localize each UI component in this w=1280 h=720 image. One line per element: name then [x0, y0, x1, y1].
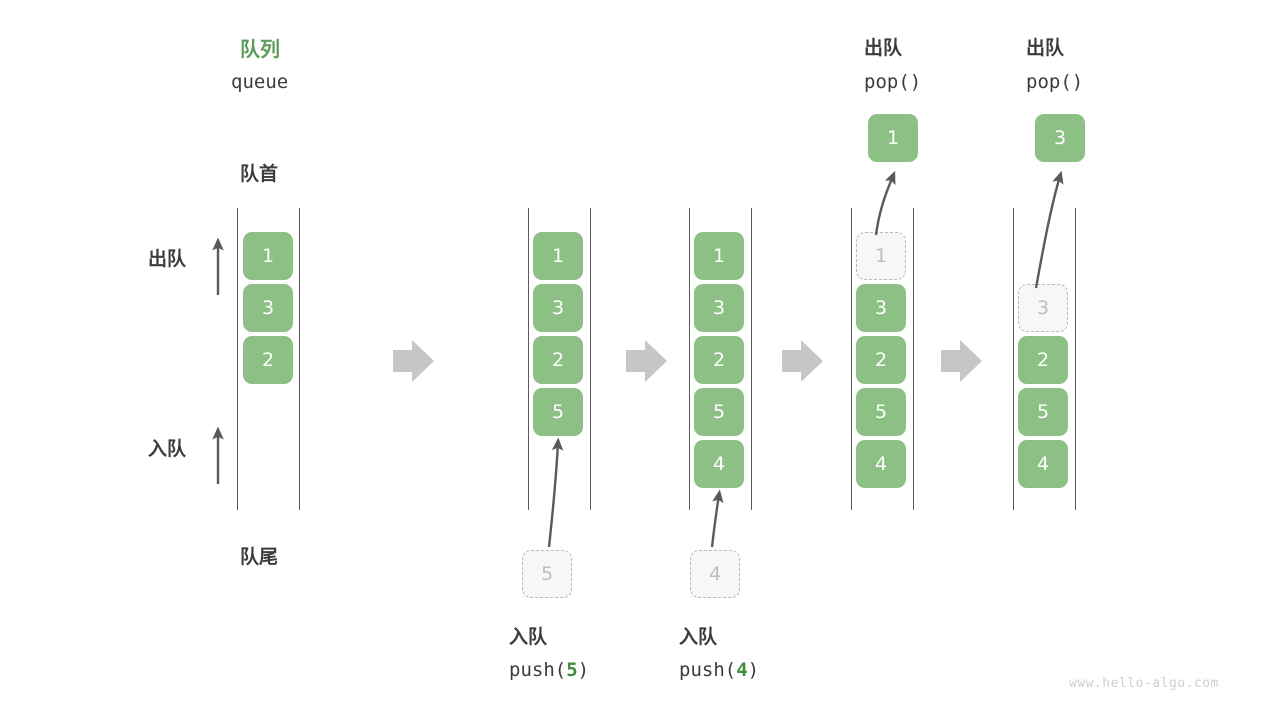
push-code-suffix: ) [747, 659, 760, 681]
step-arrow [393, 340, 434, 382]
queue-rail-left-col1 [237, 208, 238, 510]
push-code-prefix: push( [679, 659, 737, 681]
queue-node: 3 [243, 284, 293, 332]
watermark: www.hello-algo.com [1069, 676, 1219, 691]
enqueue-direction-label: 入队 [148, 438, 187, 460]
pop-caption-cn: 出队 [1026, 37, 1065, 59]
queue-head-label: 队首 [240, 163, 279, 185]
queue-node: 1 [694, 232, 744, 280]
popped-node: 3 [1035, 114, 1085, 162]
queue-node: 3 [856, 284, 906, 332]
push-caption-code: push(4) [679, 659, 759, 681]
pop-caption-cn: 出队 [864, 37, 903, 59]
push-code-value: 5 [566, 659, 578, 681]
popped-node: 1 [868, 114, 918, 162]
queue-node-removed: 1 [856, 232, 906, 280]
queue-node: 2 [1018, 336, 1068, 384]
pop-extract-arrow [1034, 170, 1064, 289]
queue-rail-left-col2 [528, 208, 529, 510]
push-caption-code: push(5) [509, 659, 589, 681]
queue-rail-left-col3 [689, 208, 690, 510]
queue-node-new: 4 [694, 440, 744, 488]
queue-node: 1 [533, 232, 583, 280]
pending-node: 5 [522, 550, 572, 598]
queue-node: 5 [694, 388, 744, 436]
queue-node: 1 [243, 232, 293, 280]
push-insert-arrow [547, 437, 564, 548]
pop-extract-arrow [874, 170, 896, 236]
queue-node: 2 [694, 336, 744, 384]
push-code-value: 4 [736, 659, 748, 681]
queue-title-en: queue [231, 71, 289, 93]
queue-tail-label: 队尾 [240, 546, 279, 568]
queue-node-removed: 3 [1018, 284, 1068, 332]
queue-rail-right-col1 [299, 208, 300, 510]
queue-node: 3 [533, 284, 583, 332]
push-caption-cn: 入队 [679, 626, 718, 648]
step-arrow [782, 340, 823, 382]
pending-node: 4 [690, 550, 740, 598]
queue-node: 4 [856, 440, 906, 488]
queue-title-cn: 队列 [240, 37, 280, 61]
queue-node: 2 [533, 336, 583, 384]
queue-node: 2 [856, 336, 906, 384]
queue-rail-right-col4 [913, 208, 914, 510]
queue-rail-left-col5 [1013, 208, 1014, 510]
queue-rail-right-col3 [751, 208, 752, 510]
dequeue-direction-label: 出队 [148, 248, 187, 270]
queue-node: 4 [1018, 440, 1068, 488]
queue-rail-right-col2 [590, 208, 591, 510]
push-code-prefix: push( [509, 659, 567, 681]
push-code-suffix: ) [577, 659, 590, 681]
queue-rail-right-col5 [1075, 208, 1076, 510]
pop-caption-code: pop() [1026, 71, 1084, 93]
step-arrow [941, 340, 982, 382]
step-arrow [626, 340, 667, 382]
queue-node: 5 [1018, 388, 1068, 436]
queue-rail-left-col4 [851, 208, 852, 510]
push-insert-arrow [710, 489, 724, 548]
queue-node: 2 [243, 336, 293, 384]
queue-node: 3 [694, 284, 744, 332]
pop-caption-code: pop() [864, 71, 922, 93]
queue-node-new: 5 [533, 388, 583, 436]
queue-node: 5 [856, 388, 906, 436]
push-caption-cn: 入队 [509, 626, 548, 648]
